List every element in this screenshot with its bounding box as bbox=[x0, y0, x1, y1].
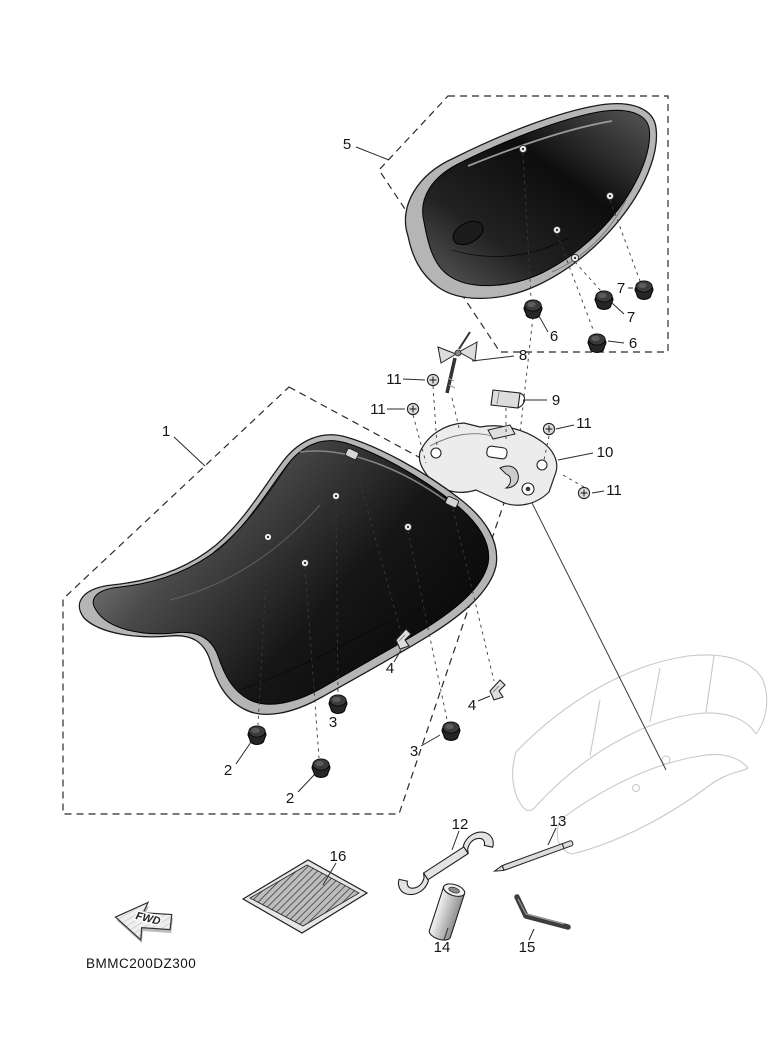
front-seat-stud bbox=[403, 522, 413, 532]
callout-1: 1 bbox=[162, 423, 170, 440]
callout-labels: 5 1 8 9 10 11 11 11 11 7 7 6 6 2 2 3 3 4… bbox=[162, 136, 637, 956]
rear-seat-stud bbox=[605, 191, 615, 201]
damper-6b bbox=[587, 333, 607, 353]
wrench-tool-12 bbox=[397, 831, 494, 896]
callout-6b: 6 bbox=[629, 335, 637, 352]
front-seat-stud bbox=[300, 558, 310, 568]
part-code: BMMC200DZ300 bbox=[86, 956, 196, 971]
damper-2b bbox=[311, 758, 331, 778]
seat-edge-tab bbox=[445, 495, 459, 509]
bar-tool-13 bbox=[492, 840, 574, 872]
seat-lock-bracket-part-10 bbox=[418, 422, 558, 506]
screw-11a bbox=[426, 373, 440, 387]
lock-pin-part-8 bbox=[437, 331, 478, 394]
callout-3b: 3 bbox=[410, 743, 418, 760]
seat-edge-tab bbox=[345, 447, 359, 461]
callout-4b: 4 bbox=[468, 697, 476, 714]
damper-3a bbox=[328, 694, 348, 714]
callout-8: 8 bbox=[519, 347, 527, 364]
callout-6a: 6 bbox=[550, 328, 558, 345]
rear-seat-dashed-region bbox=[378, 95, 669, 353]
rear-seat-stud bbox=[518, 144, 528, 154]
callout-14: 14 bbox=[434, 939, 451, 956]
callout-13: 13 bbox=[550, 813, 567, 830]
callout-4a: 4 bbox=[386, 660, 394, 677]
callout-2b: 2 bbox=[286, 790, 294, 807]
callout-7a: 7 bbox=[617, 280, 625, 297]
seat-pan-hole bbox=[452, 220, 484, 246]
callout-2a: 2 bbox=[224, 762, 232, 779]
damper-7b bbox=[594, 290, 614, 310]
callout-11b: 11 bbox=[370, 401, 386, 418]
hex-key-tool-15 bbox=[514, 894, 571, 930]
rear-seat-stud bbox=[552, 225, 562, 235]
callout-11c: 11 bbox=[576, 415, 592, 432]
damper-6a bbox=[523, 299, 543, 319]
screw-11c bbox=[542, 422, 556, 436]
bracket-to-frame-pointer-line bbox=[528, 496, 667, 771]
ghost-rear-frame bbox=[512, 654, 768, 855]
fwd-arrow: FWD bbox=[114, 901, 173, 944]
rear-seat-illustration bbox=[404, 103, 658, 333]
screw-11b bbox=[406, 402, 420, 416]
tube-tool-14 bbox=[428, 883, 466, 941]
lock-bracket-part-9 bbox=[490, 389, 526, 409]
callout-9: 9 bbox=[552, 392, 560, 409]
callout-16: 16 bbox=[330, 848, 347, 865]
front-seat-stud bbox=[331, 491, 341, 501]
leader-lines bbox=[173, 146, 633, 941]
callout-5: 5 bbox=[343, 136, 351, 153]
callout-15: 15 bbox=[519, 939, 536, 956]
damper-3b bbox=[441, 721, 461, 741]
tool-pouch-16 bbox=[241, 859, 369, 934]
front-seat-illustration bbox=[78, 434, 498, 759]
callout-11d: 11 bbox=[606, 482, 622, 499]
callout-3a: 3 bbox=[329, 714, 337, 731]
front-seat-stud bbox=[263, 532, 273, 542]
screw-11d bbox=[577, 486, 591, 500]
callout-12: 12 bbox=[452, 816, 469, 833]
callout-10: 10 bbox=[597, 444, 614, 461]
callout-7b: 7 bbox=[627, 309, 635, 326]
damper-2a bbox=[247, 725, 267, 745]
callout-11a: 11 bbox=[386, 371, 402, 388]
hook-4b bbox=[489, 679, 506, 701]
damper-7a bbox=[634, 280, 654, 300]
rear-seat-stud bbox=[570, 253, 580, 263]
